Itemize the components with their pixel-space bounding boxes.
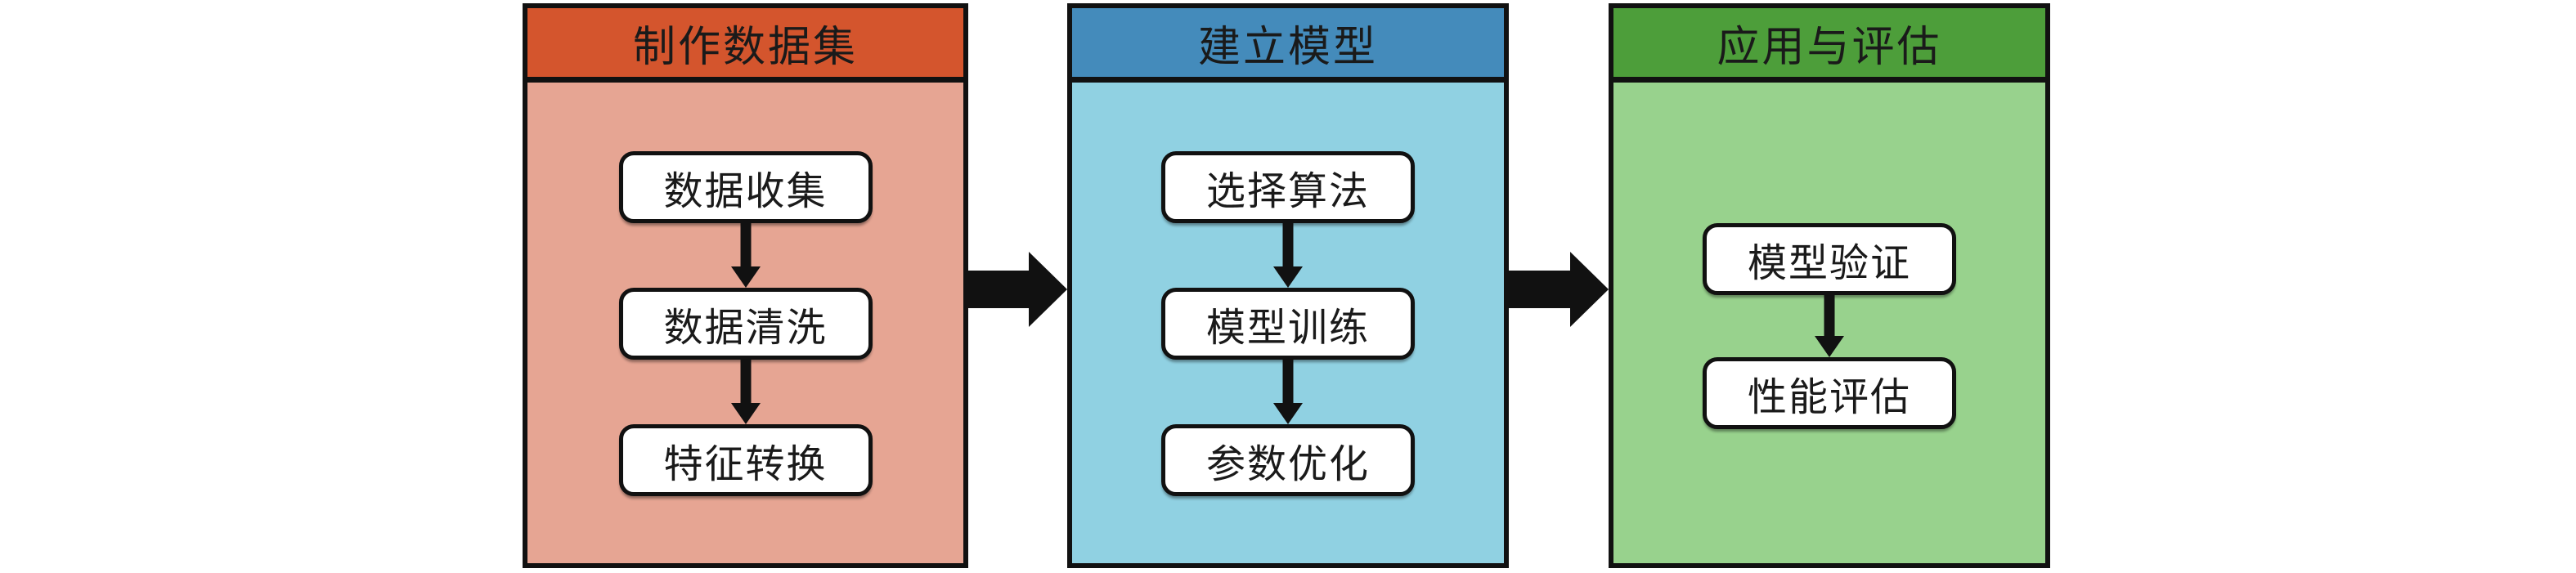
right-arrow-icon [968,252,1067,327]
panel-dataset-header: 制作数据集 [527,8,963,83]
panel-modeling-title: 建立模型 [1197,24,1378,71]
node-model-validation: 模型验证 [1703,223,1956,295]
right-arrow-icon [1509,252,1609,327]
node-performance-evaluation: 性能评估 [1703,357,1956,429]
panel-dataset: 制作数据集 数据收集 数据清洗 特征转换 [523,3,968,568]
node-select-algorithm: 选择算法 [1161,151,1415,223]
down-arrow-icon [1273,360,1303,424]
down-arrow-icon [730,360,761,424]
panel-modeling: 建立模型 选择算法 模型训练 参数优化 [1067,3,1509,568]
panel-dataset-title: 制作数据集 [632,24,858,71]
down-arrow-icon [730,223,761,288]
panel-evaluation-header: 应用与评估 [1613,8,2045,83]
down-arrow-icon [1815,295,1844,357]
panel-evaluation-title: 应用与评估 [1717,24,1942,71]
down-arrow-icon [1273,223,1303,288]
node-data-cleaning: 数据清洗 [618,288,873,360]
panel-evaluation: 应用与评估 模型验证 性能评估 [1609,3,2050,568]
node-model-training: 模型训练 [1161,288,1415,360]
node-data-collection: 数据收集 [618,151,873,223]
node-feature-transform: 特征转换 [618,424,873,496]
node-parameter-optimization: 参数优化 [1161,424,1415,496]
panel-modeling-header: 建立模型 [1072,8,1504,83]
